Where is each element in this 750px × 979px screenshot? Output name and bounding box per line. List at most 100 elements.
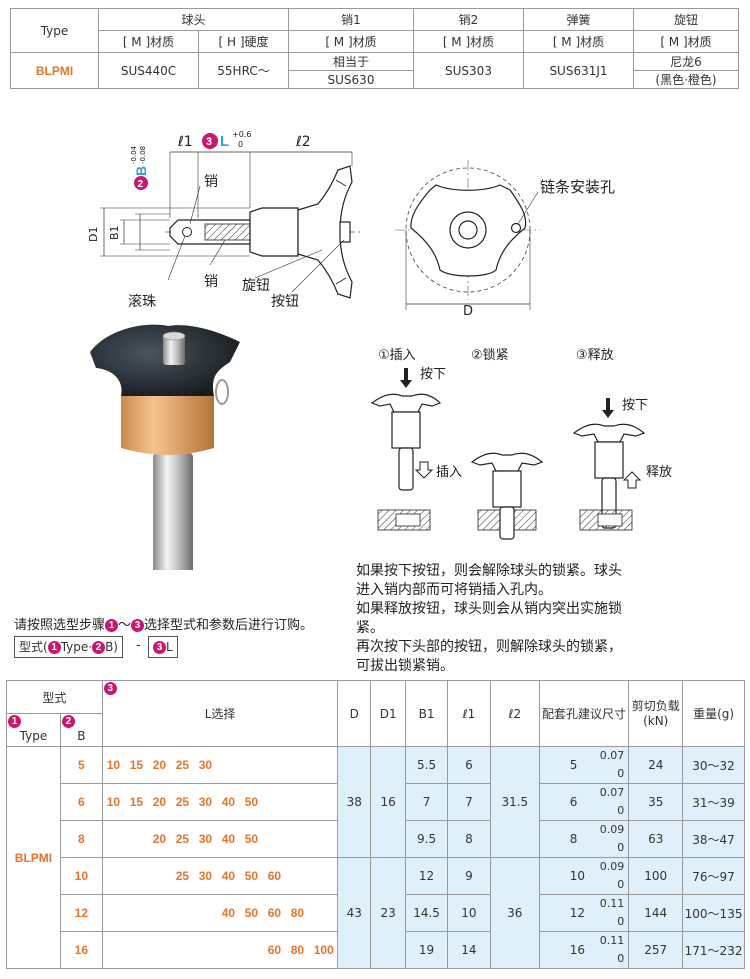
pin-label-top: 销 (204, 174, 218, 190)
header-type-label: Type (19, 729, 48, 743)
l2-label: ℓ2 (295, 134, 311, 150)
B-tol-top: -0.04 (130, 145, 138, 164)
sub-header-knob-material: [ M ]材质 (633, 30, 739, 53)
spec-table: 型式 3 L选择 D D1 B1 ℓ1 ℓ2 配套孔建议尺寸 剪切负载(kN) … (6, 680, 745, 969)
L-option: 25 (175, 869, 190, 883)
weight-cell: 31～39 (682, 783, 745, 821)
B1-cell: 7 (405, 783, 449, 821)
order-note-mid: ～ (118, 618, 132, 633)
sub-header-pin1-material: [ M ]材质 (288, 30, 414, 53)
L-option: 50 (244, 906, 259, 920)
D1-cell: 16 (370, 746, 407, 858)
front-view-drawing (395, 160, 540, 310)
b-step-badge (134, 176, 148, 190)
header-shear: 剪切负载(kN) (628, 680, 684, 747)
shear-cell: 144 (628, 894, 684, 932)
header-type: 1 Type (6, 713, 61, 747)
L-tol-bottom: 0 (238, 140, 243, 149)
sub-header-pin2-material: [ M ]材质 (413, 30, 524, 53)
B-label: B (133, 166, 149, 176)
l2-cell: 31.5 (489, 746, 540, 858)
step2-illustration (470, 452, 544, 540)
B-tol-bottom: -0.08 (139, 146, 147, 164)
technical-drawings: ℓ1 3 L +0.6 0 ℓ2 2 B -0.04 -0.08 D1 B1 销… (87, 130, 672, 570)
l1-cell: 6 (447, 746, 491, 784)
B1-label: B1 (108, 225, 121, 240)
header-B: 2 B (59, 713, 103, 747)
fit-size: 10 (569, 869, 586, 883)
knob-material-line2: (黑色·橙色) (633, 70, 739, 89)
description-line: 如果释放按钮，球头则会从销内突出实施锁 (356, 601, 622, 617)
step1-badge: 1 (105, 619, 119, 632)
l1-label: ℓ1 (177, 134, 193, 150)
L-option: 30 (198, 869, 213, 883)
operation-description: 如果按下按钮，则会解除球头的锁紧。球头 进入销内部而可将销插入孔内。 如果释放按… (356, 562, 656, 676)
description-line: 紧。 (356, 620, 384, 636)
fit-tol0: 0 (617, 915, 625, 928)
L-option: 40 (221, 832, 236, 846)
weight-cell: 76～97 (682, 857, 745, 895)
header-l1: ℓ1 (447, 680, 491, 747)
sub-header-ball-material: [ M ]材质 (98, 30, 199, 53)
weight-cell: 100～135 (682, 894, 745, 932)
header-fit-hole: 配套孔建议尺寸 (538, 680, 630, 747)
fit-tol: 0.09 (599, 823, 625, 836)
header-spring: 弹簧 (523, 8, 634, 31)
L-option: 60 (267, 943, 282, 957)
L-option: 20 (152, 795, 167, 809)
B-cell: 10 (59, 857, 103, 895)
header-type: Type (10, 8, 99, 53)
L-option: 20 (152, 832, 167, 846)
L-option: 40 (221, 795, 236, 809)
B-cell: 5 (59, 746, 103, 784)
l1-cell: 10 (447, 894, 491, 932)
header-pin1: 销1 (288, 8, 414, 31)
shear-cell: 257 (628, 931, 684, 969)
order-note-prefix: 请按照选型步骤 (14, 618, 106, 633)
D-cell: 43 (337, 857, 372, 969)
L-option: 15 (129, 795, 144, 809)
weight-cell: 171～232 (682, 931, 745, 969)
L-option: 25 (175, 758, 190, 772)
L-option: 80 (290, 943, 305, 957)
side-view-drawing (100, 151, 360, 299)
sub-header-ball-hardness: [ H ]硬度 (198, 30, 289, 53)
step3-press: 按下 (622, 398, 648, 413)
shear-cell: 24 (628, 746, 684, 784)
step3-badge: 3 (103, 682, 117, 695)
order-box-b: B) (105, 640, 118, 654)
header-D1: D1 (370, 680, 407, 747)
pin-label-bottom: 销 (204, 274, 218, 290)
type-value: BLPMI (10, 52, 99, 89)
header-pin2: 销2 (413, 8, 524, 31)
order-box-prefix: 型式( (19, 640, 48, 654)
header-L-select: 3 L选择 (101, 680, 339, 747)
header-model: 型式 (6, 680, 103, 714)
order-box-L: L (166, 640, 173, 654)
fit-tol0: 0 (617, 952, 625, 965)
L-option: 40 (221, 906, 236, 920)
B-cell: 8 (59, 820, 103, 858)
B1-cell: 9.5 (405, 820, 449, 858)
weight-cell: 38～47 (682, 820, 745, 858)
weight-cell: 30～32 (682, 746, 745, 784)
shear-cell: 100 (628, 857, 684, 895)
ball-material: SUS440C (98, 52, 199, 89)
B1-cell: 12 (405, 857, 449, 895)
order-note-suffix: 选择型式和参数后进行订购。 (144, 618, 314, 633)
L-option: 25 (175, 795, 190, 809)
fit-size: 8 (569, 832, 578, 846)
l-step-badge (202, 133, 218, 149)
L-tol-top: +0.6 (232, 130, 251, 139)
fit-size: 5 (569, 758, 578, 772)
fit-tol: 0.07 (599, 749, 625, 762)
B-cell: 16 (59, 931, 103, 969)
